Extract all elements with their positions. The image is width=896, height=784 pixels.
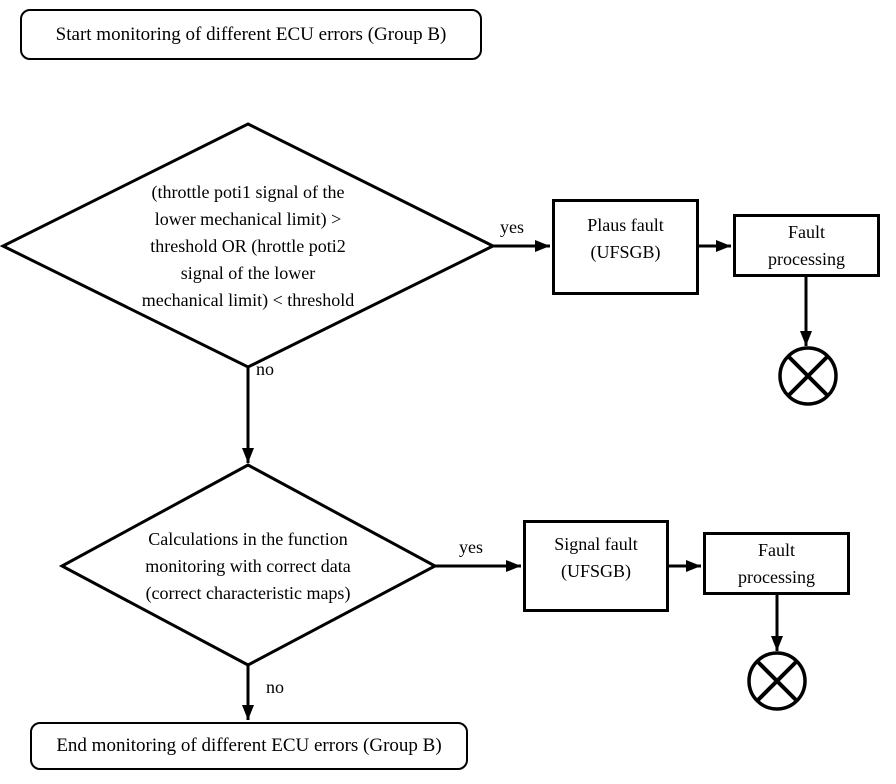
decision1-no-label: no	[256, 359, 274, 379]
fault-processing2-node: Fault processing	[703, 532, 850, 595]
decision2-label: Calculations in the function monitoring …	[145, 529, 351, 603]
start-node: Start monitoring of different ECU errors…	[20, 9, 482, 60]
end-node-label: End monitoring of different ECU errors (…	[56, 735, 442, 756]
end-node: End monitoring of different ECU errors (…	[30, 722, 468, 770]
decision1-yes-label: yes	[500, 217, 524, 237]
signal-fault-node: Signal fault (UFSGB)	[523, 520, 669, 612]
circle-cross-terminator1-icon	[778, 346, 838, 406]
start-node-label: Start monitoring of different ECU errors…	[55, 23, 447, 45]
decision2-yes-label: yes	[459, 537, 483, 557]
fault-processing2-label: Fault processing	[738, 539, 815, 587]
plaus-fault-node: Plaus fault (UFSGB)	[552, 199, 699, 295]
plaus-fault-label: Plaus fault (UFSGB)	[587, 215, 664, 262]
decision1-label: (throttle poti1 signal of the lower mech…	[141, 182, 355, 310]
fault-processing1-node: Fault processing	[733, 214, 880, 277]
circle-cross-terminator2-icon	[747, 651, 807, 711]
signal-fault-label: Signal fault (UFSGB)	[554, 534, 638, 581]
fault-processing1-label: Fault processing	[768, 221, 845, 269]
decision2-no-label: no	[266, 677, 284, 697]
